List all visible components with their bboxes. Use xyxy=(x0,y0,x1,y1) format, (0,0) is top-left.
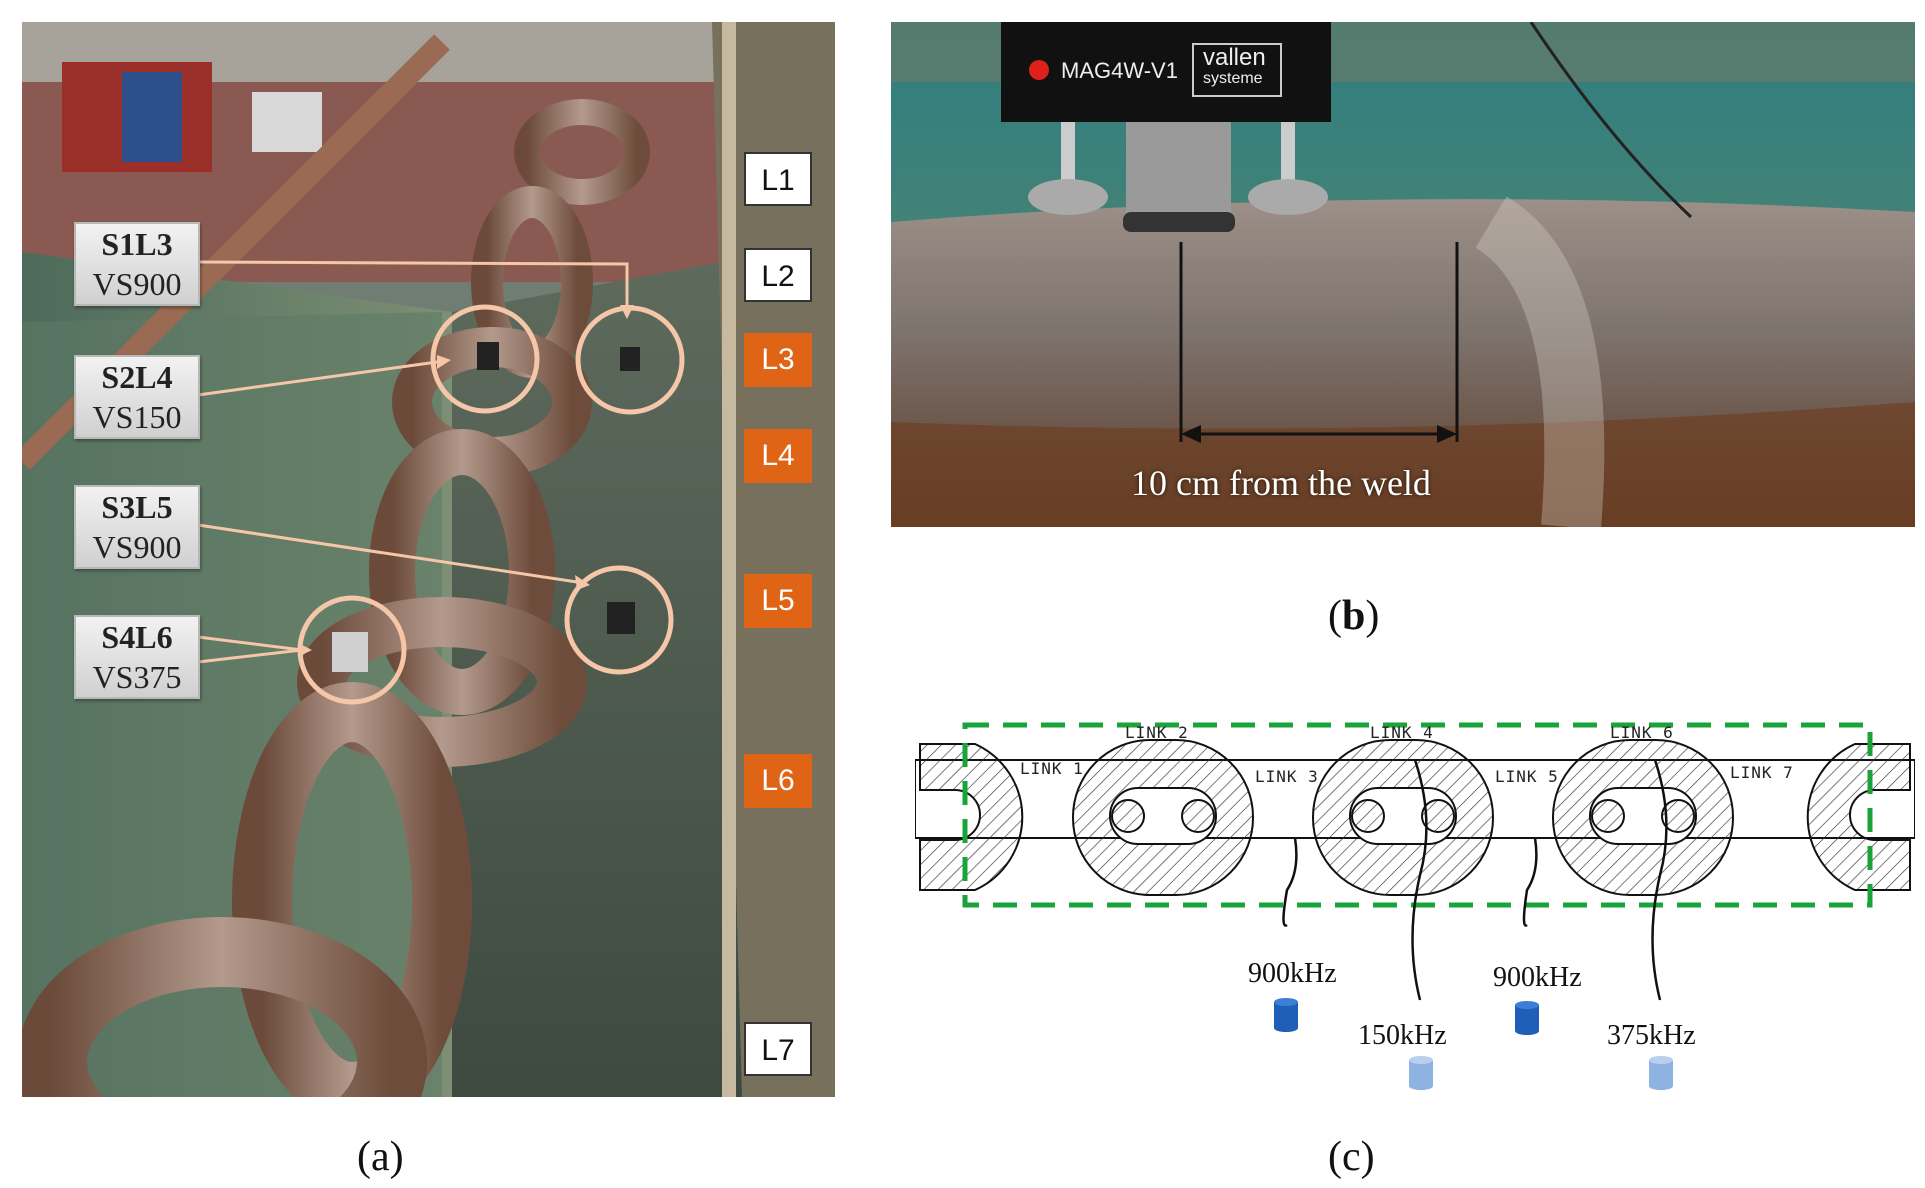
chain-schematic: LINK 1 LINK 2 LINK 3 LINK 4 LINK 5 LINK … xyxy=(914,722,1916,1090)
pointer-line-s3l5 xyxy=(197,523,578,584)
caption-c: (c) xyxy=(1328,1134,1375,1180)
distance-label: 10 cm from the weld xyxy=(1131,463,1431,503)
link-label: LINK 6 xyxy=(1610,723,1674,742)
sensor-cable xyxy=(1282,837,1298,927)
chain-link-4 xyxy=(1312,739,1494,896)
link-label-l6: L6 xyxy=(744,754,812,808)
link-label-l7: L7 xyxy=(744,1022,812,1076)
link-label-l2: L2 xyxy=(744,248,812,302)
link-label: LINK 5 xyxy=(1495,767,1559,786)
link-label: LINK 1 xyxy=(1020,759,1084,778)
panel-b-photo: MAG4W-V1 vallen systeme 10 cm from the w… xyxy=(891,22,1915,527)
monitored-region-box xyxy=(962,722,1873,908)
link-label: LINK 2 xyxy=(1125,723,1189,742)
sensor-model: VS375 xyxy=(92,659,182,695)
panel-c-diagram: LINK 1 LINK 2 LINK 3 LINK 4 LINK 5 LINK … xyxy=(914,700,1916,1100)
sensor-marker-circle xyxy=(564,565,674,675)
sensor-cable xyxy=(1411,759,1428,1001)
link-label: LINK 4 xyxy=(1370,723,1434,742)
pointer-line-s1l3 xyxy=(197,260,629,305)
link-label-l1: L1 xyxy=(744,152,812,206)
link-label: LINK 7 xyxy=(1730,763,1794,782)
sensor-code: S3L5 xyxy=(101,489,173,525)
link-label-l3: L3 xyxy=(744,333,812,387)
sensor-model: VS900 xyxy=(92,266,182,302)
sensor-tag-s4l6: S4L6 VS375 xyxy=(74,615,200,699)
device-model-label: MAG4W-V1 xyxy=(1061,58,1178,83)
chain-link-6 xyxy=(1552,739,1734,896)
sensor-frequency-label: 900kHz xyxy=(1248,958,1337,989)
caption-a-letter: a xyxy=(371,1134,390,1180)
sensor-cable xyxy=(1651,759,1668,1001)
caption-a: (a) xyxy=(357,1134,404,1180)
caption-c-letter: c xyxy=(1342,1134,1361,1180)
sensor-model: VS900 xyxy=(92,529,182,565)
panel-a-photo: S1L3 VS900 S2L4 VS150 S3L5 VS900 S4L6 VS… xyxy=(22,22,835,1097)
sensor-frequency-label: 900kHz xyxy=(1493,962,1582,993)
caption-b-letter: b xyxy=(1342,593,1366,639)
device-brand-label: vallen xyxy=(1203,44,1266,71)
sensor-cable xyxy=(1522,837,1538,927)
sensor-frequency-label: 375kHz xyxy=(1607,1020,1696,1051)
sensor-tag-s1l3: S1L3 VS900 xyxy=(74,222,200,306)
sensor-frequency-label: 150kHz xyxy=(1358,1020,1447,1051)
sensor-icon-900khz-2 xyxy=(1515,1001,1539,1035)
device-brand-sub-label: systeme xyxy=(1203,70,1263,87)
link-label: LINK 3 xyxy=(1255,767,1319,786)
link-label-l4: L4 xyxy=(744,429,812,483)
chain-link-2 xyxy=(1072,739,1254,896)
sensor-model: VS150 xyxy=(92,399,182,435)
chain-test-rig-photo xyxy=(22,22,835,1097)
pointer-line-s2l4 xyxy=(197,360,438,397)
link-label-l5: L5 xyxy=(744,574,812,628)
sensor-icon-900khz-1 xyxy=(1274,998,1298,1032)
sensor-tag-s2l4: S2L4 VS150 xyxy=(74,355,200,439)
weld-sensor-photo xyxy=(891,22,1915,527)
caption-b: (b) xyxy=(1328,593,1380,639)
sensor-code: S4L6 xyxy=(101,619,173,655)
sensor-marker-circle xyxy=(430,304,540,414)
sensor-code: S2L4 xyxy=(101,359,173,395)
sensor-code: S1L3 xyxy=(101,226,173,262)
sensor-tag-s3l5: S3L5 VS900 xyxy=(74,485,200,569)
sensor-icon-150khz xyxy=(1409,1056,1433,1090)
sensor-icon-375khz xyxy=(1649,1056,1673,1090)
